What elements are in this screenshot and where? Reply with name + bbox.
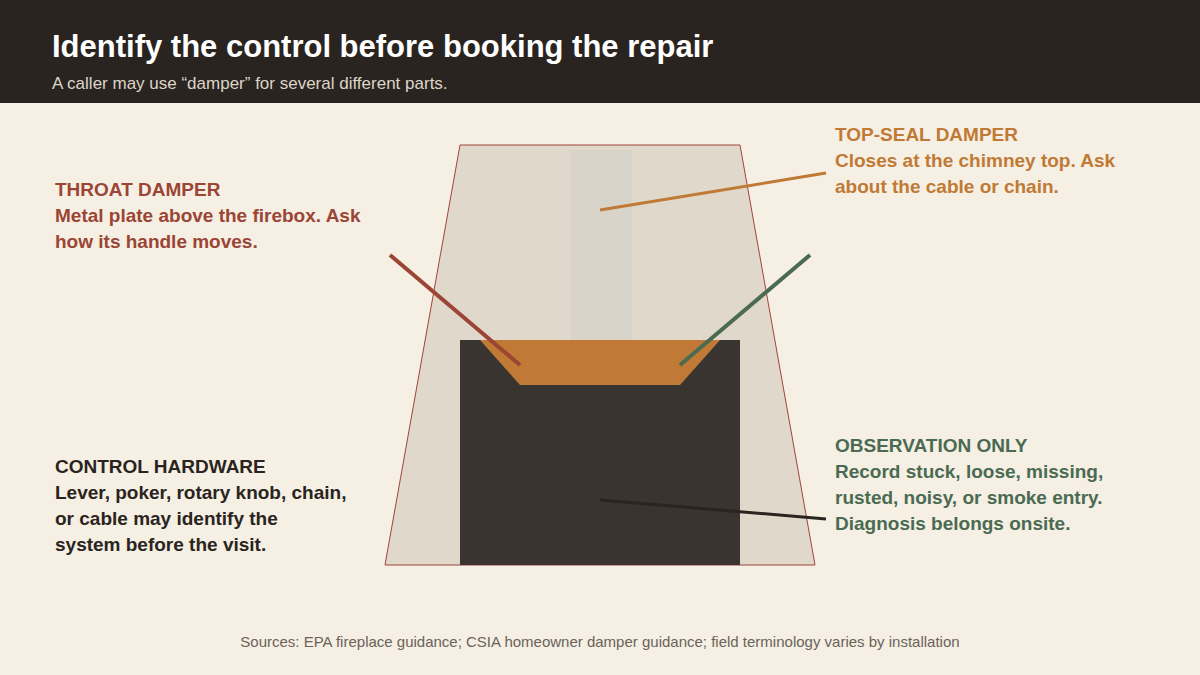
chimney-outline [385, 145, 815, 565]
leader-line [600, 173, 826, 210]
callout-group: OBSERVATION ONLYRecord stuck, loose, mis… [835, 433, 1149, 537]
leader-line [390, 255, 520, 365]
callout-body: Lever, poker, rotary knob, chain, or cab… [55, 480, 347, 558]
callout-heading: OBSERVATION ONLY [835, 433, 1149, 459]
callout-heading: THROAT DAMPER [55, 177, 367, 203]
flue [570, 150, 632, 340]
leader-line [680, 255, 810, 365]
subtitle: A caller may use “damper” for several di… [52, 74, 448, 94]
callout-group: TOP-SEAL DAMPERCloses at the chimney top… [835, 122, 1141, 200]
callout-group: THROAT DAMPERMetal plate above the fireb… [55, 177, 367, 255]
leader-line [600, 500, 826, 519]
callout-heading: CONTROL HARDWARE [55, 454, 347, 480]
callout-heading: TOP-SEAL DAMPER [835, 122, 1141, 148]
page-title: Identify the control before booking the … [52, 29, 713, 65]
firebox [460, 340, 740, 565]
callout-group: CONTROL HARDWARELever, poker, rotary kno… [55, 454, 347, 558]
callout-body: Metal plate above the firebox. Ask how i… [55, 203, 367, 255]
callout-body: Record stuck, loose, missing, rusted, no… [835, 459, 1149, 537]
callout-body: Closes at the chimney top. Ask about the… [835, 148, 1141, 200]
source-note: Sources: EPA fireplace guidance; CSIA ho… [0, 633, 1200, 650]
